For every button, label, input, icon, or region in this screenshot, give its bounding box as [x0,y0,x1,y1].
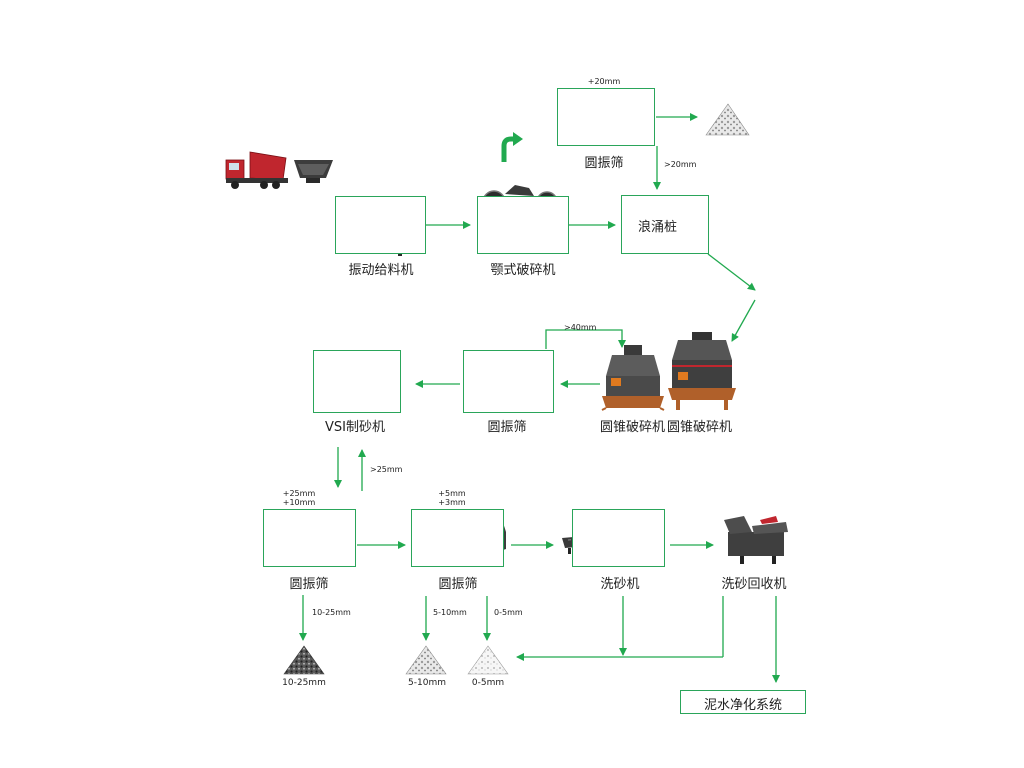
label-screen-left: 圆振筛 [289,577,329,592]
product-label-10-25: 10-25mm [282,678,326,688]
flow-arrows [299,113,780,683]
label-surge-pile: 浪涌桩 [638,220,678,235]
size-label-left-a: +25mm [282,489,316,498]
label-screen-top: 圆振筛 [584,156,624,171]
product-label-5-10: 5-10mm [408,678,446,688]
size-label-top-down: >20mm [664,160,697,169]
size-label-mid-return: >40mm [564,323,597,332]
box-screen-mid [463,350,554,413]
label-screen-mid: 圆振筛 [487,420,527,435]
size-label-left-out: 10-25mm [312,608,351,617]
box-jaw-crusher [477,196,569,254]
cone-crusher-image-2 [668,332,736,410]
label-sand-recycler: 洗砂回收机 [721,577,787,592]
size-label-vsi-return: >25mm [370,465,403,474]
product-label-0-5: 0-5mm [471,678,505,688]
stone-pile-icon-10-25 [283,645,325,675]
stone-pile-icon-0-5 [467,645,509,675]
label-jaw-crusher: 颚式破碎机 [490,263,556,278]
stone-pile-icon-top [705,103,750,136]
arrow-screen-return-40 [545,329,626,349]
size-label-center-out-1: 5-10mm [433,608,467,617]
cone-crusher-image-1 [601,345,665,411]
box-sand-washer [572,509,665,567]
label-screen-center: 圆振筛 [438,577,478,592]
sand-recycling-machine-image [724,516,788,564]
box-screen-left [263,509,356,567]
box-surge-pile [621,195,709,254]
box-vsi [313,350,401,413]
size-label-top-over: +20mm [587,77,621,86]
size-label-left-b: +10mm [282,498,316,507]
label-sand-washer: 洗砂机 [600,577,640,592]
size-label-center-out-2: 0-5mm [494,608,523,617]
arrow-surge-down-1 [707,253,756,291]
hopper-icon [294,160,333,183]
label-vibrating-feeder: 振动给料机 [348,263,414,278]
arrow-surge-down-2 [731,299,756,342]
box-mud-system [680,690,806,714]
dump-truck-icon [225,151,288,189]
box-screen-center [411,509,504,567]
turn-arrow-icon [501,132,523,162]
stone-pile-icon-5-10 [405,645,447,675]
box-screen-top [557,88,655,146]
size-label-center-b: +3mm [438,498,466,507]
size-label-center-a: +5mm [438,489,466,498]
label-vsi: VSI制砂机 [325,420,385,435]
box-vibrating-feeder [335,196,426,254]
label-cone-crusher-2: 圆锥破碎机 [667,420,733,435]
label-mud-system: 泥水净化系统 [703,698,783,713]
label-cone-crusher-1: 圆锥破碎机 [600,420,666,435]
